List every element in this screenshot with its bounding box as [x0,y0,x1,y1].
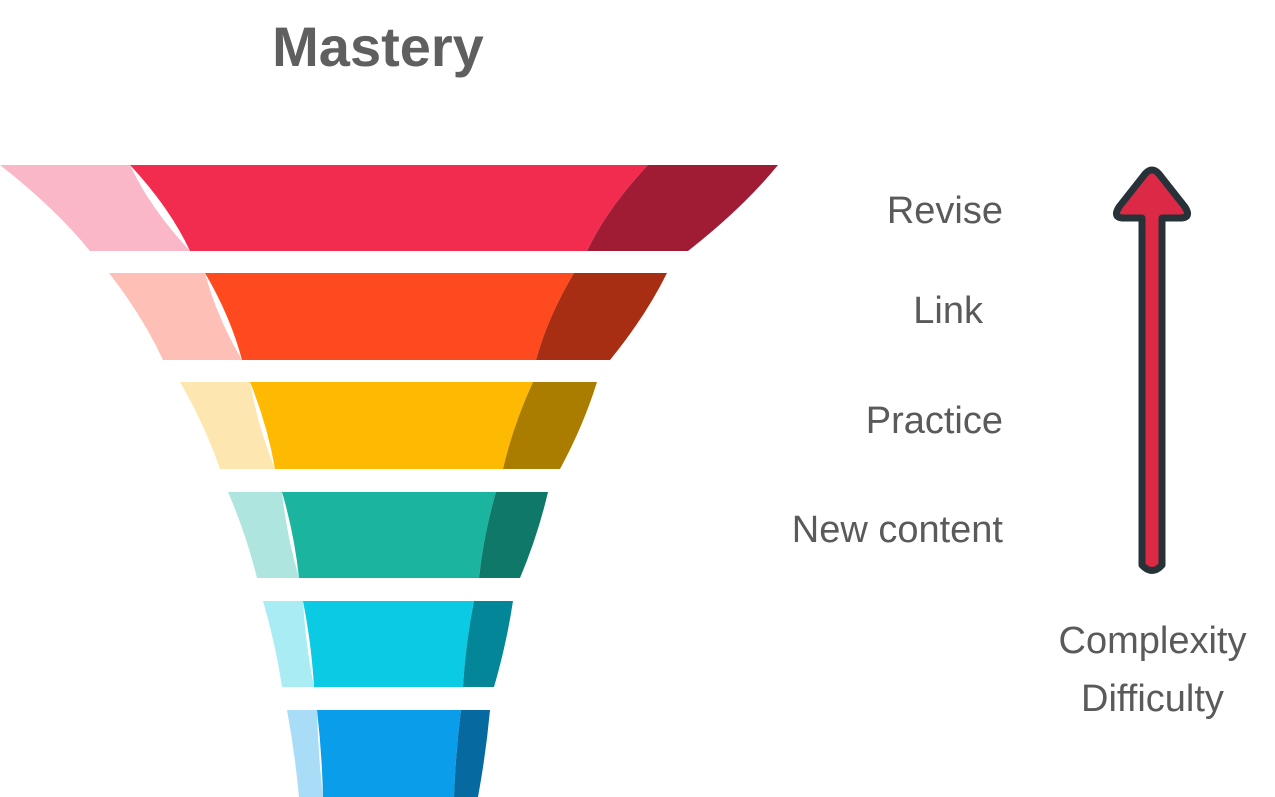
funnel-segment-main [250,382,533,469]
funnel-segment-dark [503,382,597,469]
funnel [0,165,778,797]
level-label-practice: Practice [865,400,1003,442]
funnel-segment-dark [587,165,778,251]
funnel-segment-light [109,273,242,360]
axis-label-complexity: Complexity [1058,620,1247,662]
funnel-segment-light [287,710,323,797]
funnel-segment-main [282,492,496,578]
funnel-segment-dark [536,273,667,360]
funnel-segment-main [205,273,574,360]
diagram-title: Mastery [272,15,484,78]
level-label-new-content: New content [791,509,1003,551]
funnel-segment-dark [479,492,548,578]
funnel-segment-dark [463,601,513,687]
axis-label-difficulty: Difficulty [1081,678,1224,720]
funnel-segment-main [130,165,648,251]
funnel-segment-light [0,165,190,251]
funnel-segment-light [180,382,275,469]
level-label-revise: Revise [886,190,1003,232]
funnel-segment-light [228,492,299,578]
funnel-segment-dark [454,710,490,797]
level-label-link: Link [913,290,983,332]
funnel-segment-main [303,601,474,687]
funnel-segment-main [317,710,461,797]
funnel-segment-light [263,601,314,687]
